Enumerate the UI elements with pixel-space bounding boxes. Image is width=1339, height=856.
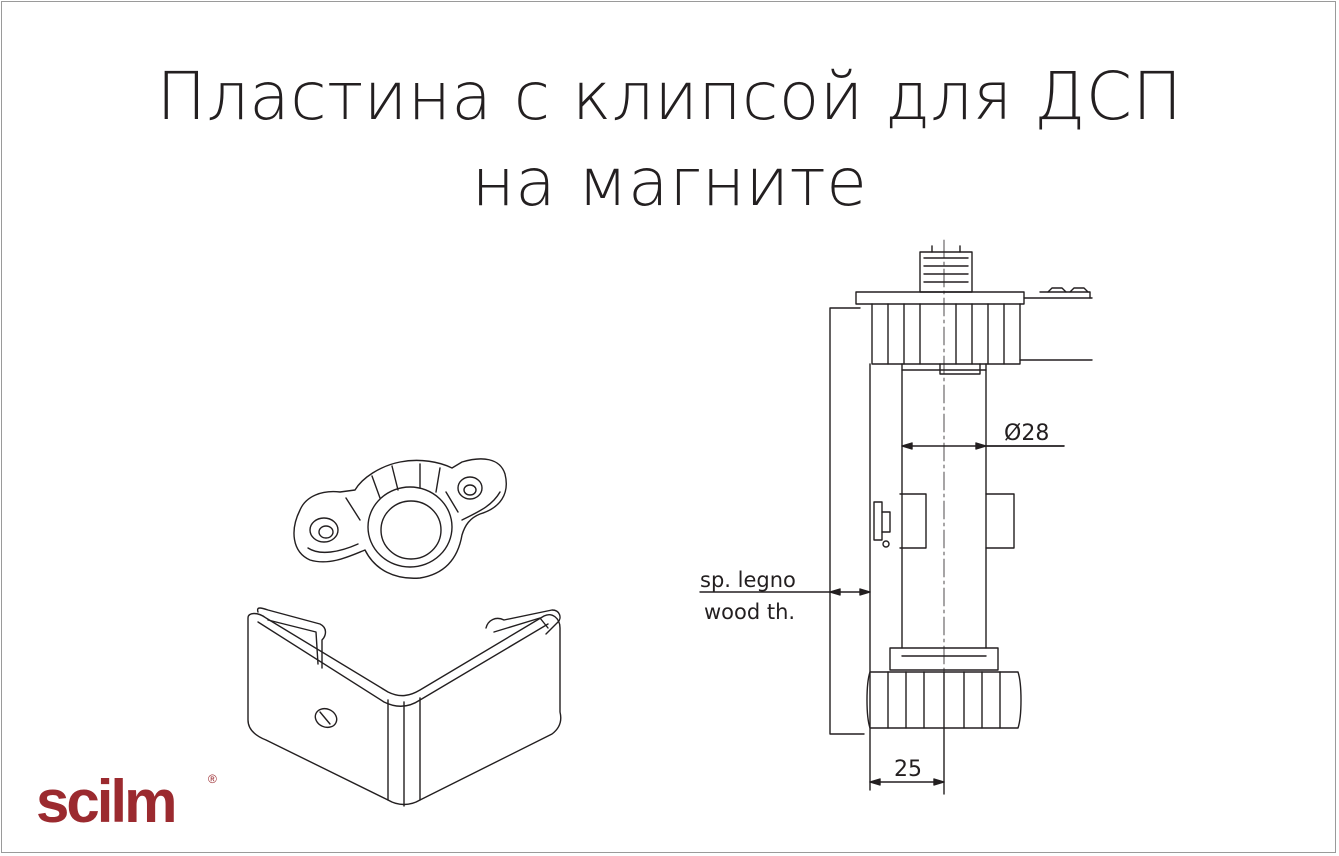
elevation-drawing <box>699 239 1093 795</box>
clip-drawing <box>293 458 507 579</box>
brand-logo: scilm ® <box>36 768 217 835</box>
dim-diameter: Ø28 <box>1004 421 1049 446</box>
plate-drawing <box>247 607 562 807</box>
brand-name: scilm <box>36 768 177 835</box>
dim-offset: 25 <box>894 757 922 782</box>
wood-label-en: wood th. <box>704 600 795 624</box>
registered-mark: ® <box>208 772 217 786</box>
wood-label-it: sp. legno <box>700 568 796 592</box>
title-line-2: на магните <box>471 144 868 221</box>
title-line-1: Пластина с клипсой для ДСП <box>156 58 1183 135</box>
